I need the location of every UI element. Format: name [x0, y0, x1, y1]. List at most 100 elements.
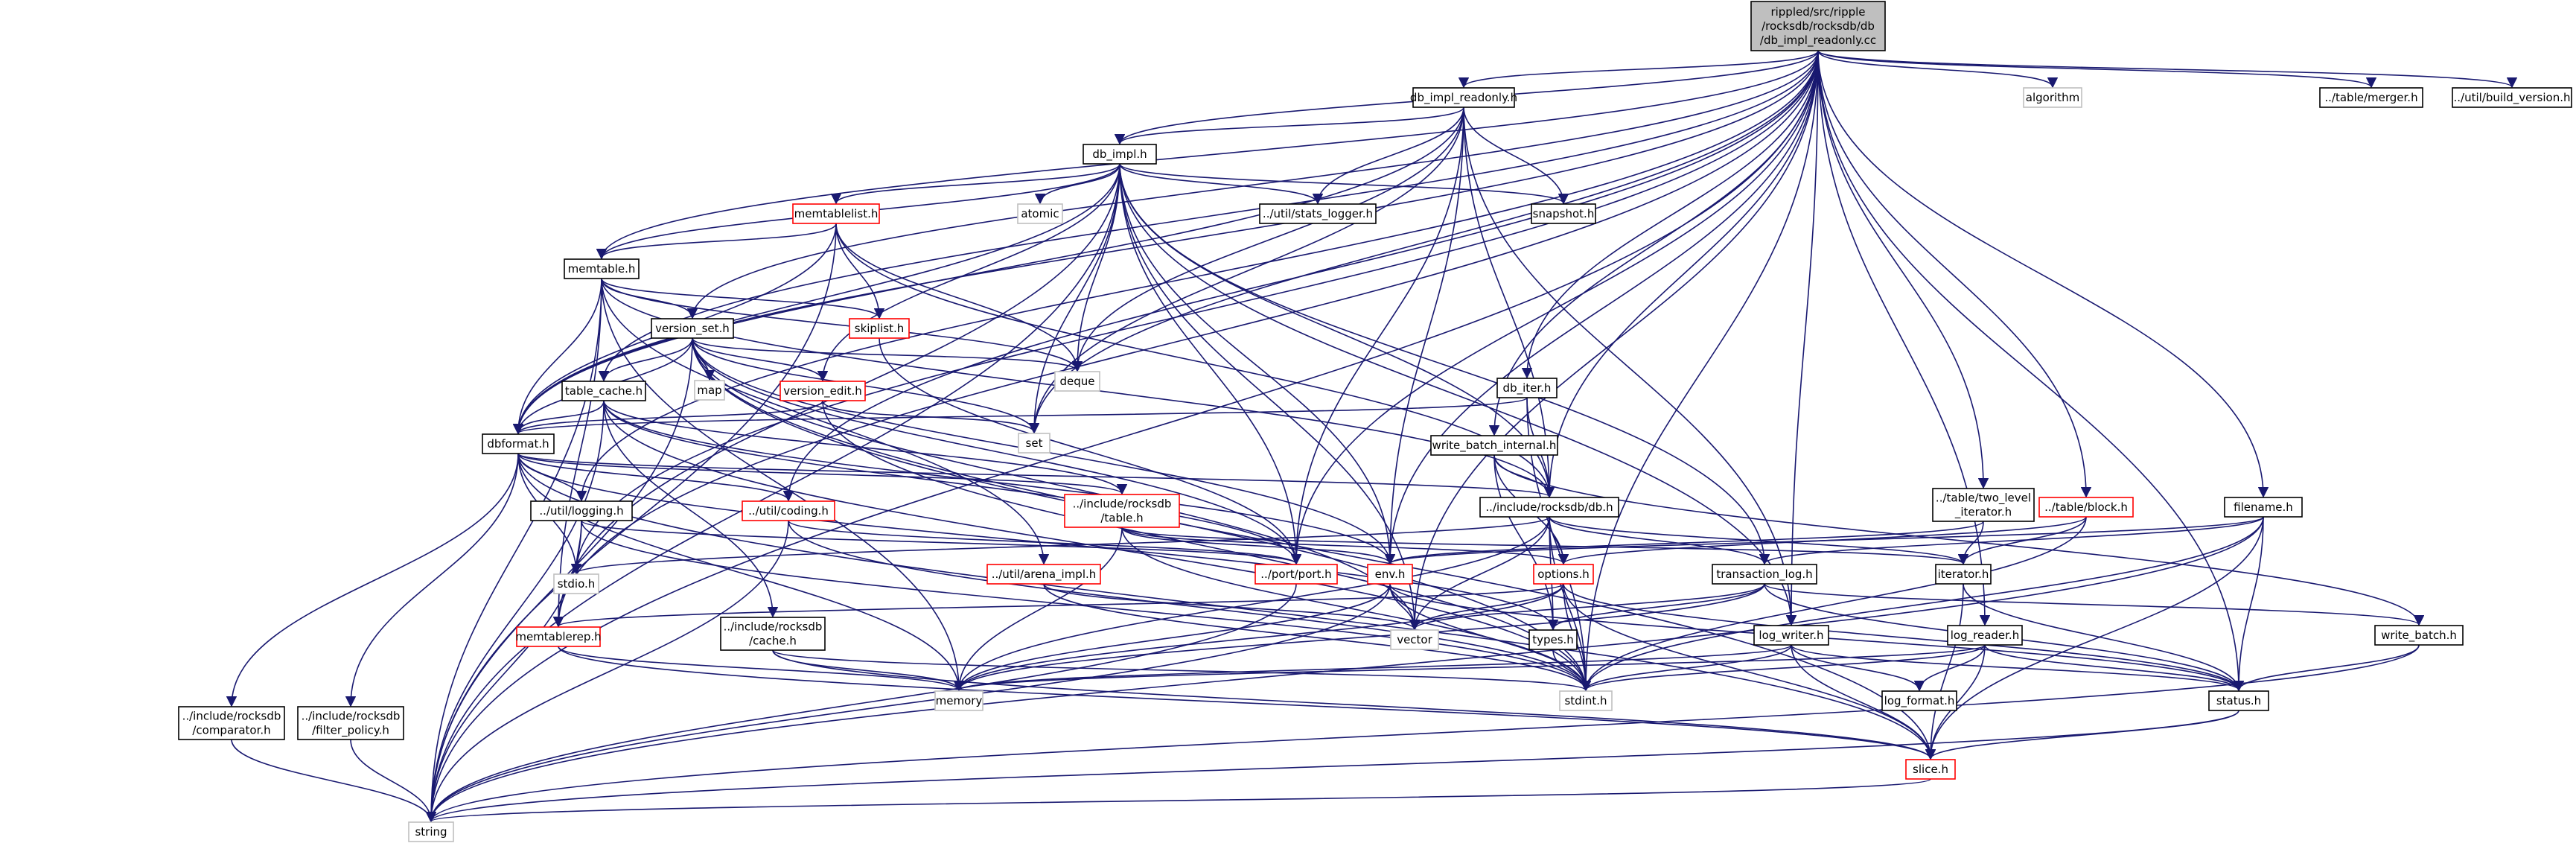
node-box	[1259, 203, 1377, 224]
file-node-log-format-h[interactable]: log_format.h	[1881, 690, 1957, 711]
file-node-table-block-h[interactable]: ../table/block.h	[2038, 497, 2134, 518]
file-node-skiplist-h[interactable]: skiplist.h	[849, 318, 910, 339]
file-node-port-h[interactable]: ../port/port.h	[1254, 564, 1338, 585]
file-node-db-impl-h[interactable]: db_impl.h	[1083, 144, 1157, 165]
node-label: log_format.h	[1884, 694, 1955, 708]
file-node-memtable-h[interactable]: memtable.h	[564, 258, 640, 279]
file-node-slice-h[interactable]: slice.h	[1905, 759, 1956, 780]
include-edge	[1817, 50, 1989, 489]
include-edge	[1119, 163, 1770, 565]
node-label: types.h	[1532, 633, 1574, 646]
file-node-db-iter-h[interactable]: db_iter.h	[1496, 378, 1558, 398]
include-edge	[1409, 50, 1819, 631]
include-edge	[1034, 163, 1120, 205]
file-node-log-writer-h[interactable]: log_writer.h	[1753, 625, 1829, 646]
node-box	[1905, 759, 1956, 780]
file-node-types-h[interactable]: types.h	[1528, 629, 1578, 650]
file-node-version-edit-h[interactable]: version_edit.h	[780, 381, 866, 401]
node-label: env.h	[1375, 567, 1406, 581]
file-node-snapshot-h[interactable]: snapshot.h	[1531, 203, 1596, 224]
include-edge	[603, 400, 1396, 565]
node-box	[1753, 625, 1829, 646]
include-edge	[1119, 163, 1396, 565]
include-edge	[772, 649, 1591, 692]
include-edge	[830, 163, 1120, 205]
file-node-filter-policy-h[interactable]: ../include/rocksdb/filter_policy.h	[297, 706, 404, 740]
file-node-dbformat-h[interactable]: dbformat.h	[482, 433, 555, 454]
include-edge	[553, 583, 1564, 628]
node-box	[561, 381, 646, 401]
file-node-memtablelist-h[interactable]: memtablelist.h	[792, 203, 880, 224]
include-edge	[1817, 50, 2059, 89]
include-edge	[1984, 644, 2245, 692]
file-node-options-h[interactable]: options.h	[1533, 564, 1594, 585]
file-node-filename-h[interactable]: filename.h	[2224, 497, 2303, 518]
include-edge	[1543, 50, 1819, 498]
include-edge	[1817, 50, 2245, 692]
file-node-iterator-h[interactable]: iterator.h	[1935, 564, 1992, 585]
file-node-two-level-iterator-h[interactable]: ../table/two_level_iterator.h	[1932, 488, 2035, 522]
file-node-logging-h[interactable]: ../util/logging.h	[530, 500, 633, 521]
include-edge	[1581, 644, 1986, 692]
node-label: /comparator.h	[192, 724, 270, 737]
file-node-arena-impl-h[interactable]: ../util/arena_impl.h	[986, 564, 1101, 585]
file-node-version-set-h[interactable]: version_set.h	[651, 318, 734, 339]
include-edge	[692, 337, 1083, 372]
node-box	[1254, 564, 1338, 585]
file-node-log-reader-h[interactable]: log_reader.h	[1947, 625, 2023, 646]
node-box	[1947, 625, 2023, 646]
file-node-transaction-log-h[interactable]: transaction_log.h	[1712, 564, 1817, 585]
include-edge	[1488, 50, 1819, 436]
include-edge	[1121, 527, 1569, 565]
file-node-stats-logger-h[interactable]: ../util/stats_logger.h	[1259, 203, 1377, 224]
file-node-db-impl-readonly-h[interactable]: db_impl_readonly.h	[1410, 87, 1517, 108]
include-edge	[1290, 106, 1464, 565]
node-label: ../util/build_version.h	[2454, 91, 2571, 105]
file-node-merger-h[interactable]: ../table/merger.h	[2319, 87, 2423, 108]
file-node-rdb-table-h[interactable]: ../include/rocksdb/table.h	[1064, 494, 1180, 528]
node-label: db_iter.h	[1503, 381, 1552, 395]
node-label: ../include/rocksdb	[182, 710, 281, 723]
node-box	[530, 500, 633, 521]
file-node-write-batch-h[interactable]: write_batch.h	[2374, 625, 2464, 646]
file-node-rdb-db-h[interactable]: ../include/rocksdb/db.h	[1479, 497, 1619, 518]
include-edge	[1463, 106, 1797, 626]
file-node-build-version-h[interactable]: ../util/build_version.h	[2452, 87, 2572, 108]
node-label: dbformat.h	[487, 437, 549, 451]
node-box	[1559, 690, 1613, 711]
file-node-write-batch-internal-h[interactable]: write_batch_internal.h	[1430, 435, 1558, 456]
include-edge	[581, 520, 1592, 692]
node-box	[1531, 203, 1596, 224]
node-label: map	[697, 384, 721, 397]
file-node-rdb-cache-h[interactable]: ../include/rocksdb/cache.h	[720, 617, 826, 651]
file-node-set: set	[1018, 433, 1051, 454]
node-label: /rocksdb/rocksdb/db	[1762, 19, 1875, 33]
include-edge	[953, 583, 1564, 692]
include-edge	[1384, 106, 1464, 565]
include-edge	[1290, 50, 1819, 565]
node-label: snapshot.h	[1533, 207, 1595, 220]
include-edge	[1817, 50, 1991, 626]
include-edge	[1409, 583, 1564, 631]
include-edge	[835, 223, 885, 319]
include-edge	[953, 527, 1123, 692]
node-box	[2319, 87, 2423, 108]
include-edge	[1913, 644, 1986, 692]
file-node-env-h[interactable]: env.h	[1367, 564, 1413, 585]
node-label: version_set.h	[655, 322, 730, 336]
file-node-memtablerep-h[interactable]: memtablerep.h	[515, 626, 602, 647]
file-node-root[interactable]: rippled/src/ripple/rocksdb/rocksdb/db/db…	[1750, 1, 1886, 51]
include-edge	[1759, 516, 2264, 565]
file-node-coding-h[interactable]: ../util/coding.h	[742, 500, 835, 521]
include-edge	[601, 278, 885, 319]
file-node-comparator-h[interactable]: ../include/rocksdb/comparator.h	[178, 706, 285, 740]
include-edge	[425, 520, 789, 823]
node-box	[2038, 497, 2134, 518]
node-box	[2208, 690, 2269, 711]
include-edge	[1521, 50, 1819, 379]
node-label: ../include/rocksdb	[302, 710, 401, 723]
file-node-table-cache-h[interactable]: table_cache.h	[561, 381, 646, 401]
node-label: db_impl_readonly.h	[1410, 91, 1517, 105]
file-node-status-h[interactable]: status.h	[2208, 690, 2269, 711]
include-edge	[1791, 644, 2244, 692]
